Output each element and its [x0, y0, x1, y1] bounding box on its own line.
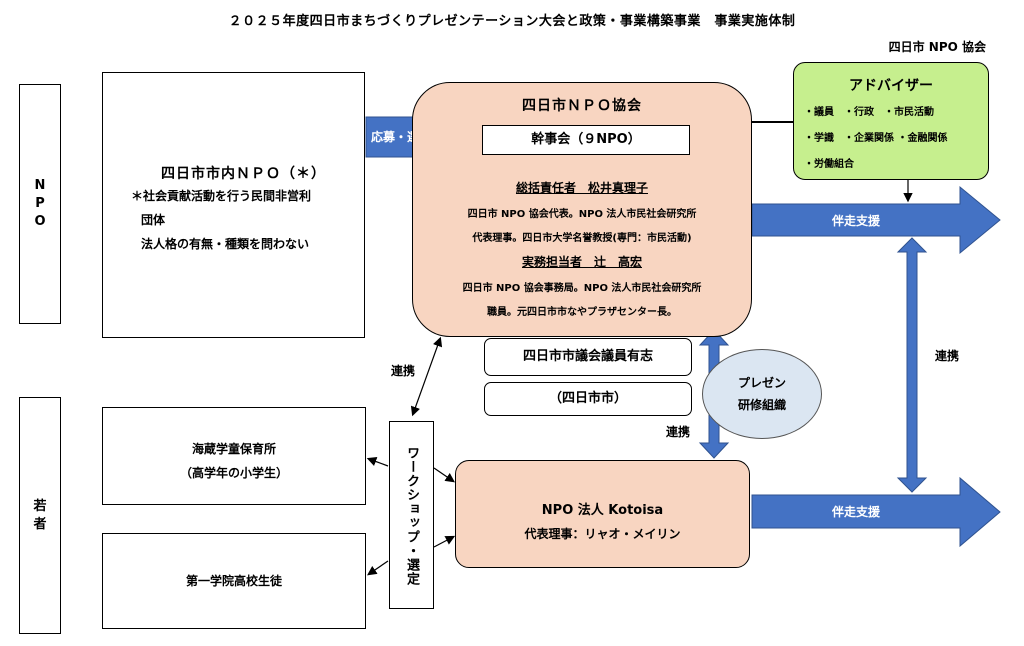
daiichi-highschool-name: 第一学院高校生徒	[185, 574, 282, 588]
link-diagonal-arrow	[410, 336, 443, 417]
side-label-youth-char: 者	[33, 516, 47, 532]
support-arrow-bottom	[751, 476, 1001, 548]
npo-description-box: 四日市市内ＮＰＯ（＊） ＊社会貢献活動を行う民間非営利 団体 法人格の有無・種類…	[102, 72, 365, 338]
workshop-selection-box: ワークショップ・選定	[389, 421, 434, 609]
link-arrow-right	[896, 237, 928, 493]
npo-description-line: 団体	[141, 213, 166, 227]
workshop-arrow-out-lower	[367, 560, 389, 576]
npo-description-line: ＊社会貢献活動を行う民間非営利	[131, 189, 312, 203]
npo-description-line: 法人格の有無・種類を問わない	[141, 237, 310, 251]
director-title: 総括責任者 松井真理子	[515, 181, 648, 195]
page-title: ２０２５年度四日市まちづくりプレゼンテーション大会と政策・事業構築事業 事業実施…	[228, 14, 796, 29]
link-label-left: 連携	[391, 364, 416, 378]
workshop-arrow-out-upper	[366, 456, 389, 467]
director-description: 代表理事。四日市大学名誉教授(専門：市民活動)	[472, 233, 692, 244]
side-label-npo-char: O	[34, 214, 46, 229]
side-label-youth: 若 者	[19, 397, 61, 634]
kaizo-childcare-note: （高学年の小学生）	[179, 466, 288, 480]
support-label-bottom: 伴走支援	[832, 505, 881, 519]
advisor-members: ・議員 ・行政 ・市民活動	[804, 107, 934, 118]
side-label-youth-char: 若	[33, 498, 47, 514]
training-label: 研修組織	[737, 398, 786, 412]
committee-box: 幹事会（９NPO）	[482, 125, 690, 155]
advisor-box: アドバイザー ・議員 ・行政 ・市民活動 ・学識 ・企業関係 ・金融関係 ・労働…	[793, 62, 989, 180]
workshop-selection-label: ワークショップ・選定	[404, 446, 419, 586]
kaizo-childcare-box: 海蔵学童保育所 （高学年の小学生）	[102, 407, 366, 505]
advisor-members: ・学識 ・企業関係 ・金融関係	[804, 133, 948, 144]
advisor-members: ・労働組合	[804, 159, 854, 170]
support-arrow-top	[751, 185, 1001, 255]
kaizo-childcare-name: 海蔵学童保育所	[191, 442, 276, 456]
kotoisa-name: NPO 法人 Kotoisa	[541, 503, 664, 518]
presentation-label: プレゼン	[737, 376, 786, 390]
staff-title: 実務担当者 辻 高宏	[521, 255, 642, 269]
side-label-npo-char: N	[34, 178, 46, 193]
support-label-top: 伴走支援	[832, 214, 881, 228]
kotoisa-representative: 代表理事：リャオ・メイリン	[524, 527, 681, 541]
workshop-arrow-in-lower	[433, 535, 456, 548]
side-label-npo-char: P	[35, 196, 45, 211]
presentation-training-bubble: プレゼン 研修組織	[702, 349, 822, 439]
npo-association-box: 四日市ＮＰＯ協会 幹事会（９NPO） 総括責任者 松井真理子 四日市 NPO 協…	[412, 82, 752, 337]
advisor-heading: アドバイザー	[849, 78, 933, 94]
workshop-arrow-in-upper	[433, 467, 455, 483]
npo-association-heading: 四日市ＮＰＯ協会	[522, 98, 642, 114]
link-label-middle: 連携	[666, 425, 691, 439]
link-label-right: 連携	[935, 349, 960, 363]
side-label-npo: N P O	[19, 84, 61, 324]
city-box: （四日市市）	[484, 382, 692, 416]
director-description: 四日市 NPO 協会代表。NPO 法人市民社会研究所	[467, 209, 697, 220]
npo-description-heading: 四日市市内ＮＰＯ（＊）	[161, 166, 326, 182]
staff-description: 四日市 NPO 協会事務局。NPO 法人市民社会研究所	[462, 283, 702, 294]
staff-description: 職員。元四日市市なやプラザセンター長。	[487, 307, 677, 318]
daiichi-highschool-box: 第一学院高校生徒	[102, 533, 366, 629]
kotoisa-box: NPO 法人 Kotoisa 代表理事：リャオ・メイリン	[455, 460, 750, 568]
organization-label: 四日市 NPO 協会	[888, 40, 986, 54]
council-box: 四日市市議会議員有志	[484, 338, 692, 376]
